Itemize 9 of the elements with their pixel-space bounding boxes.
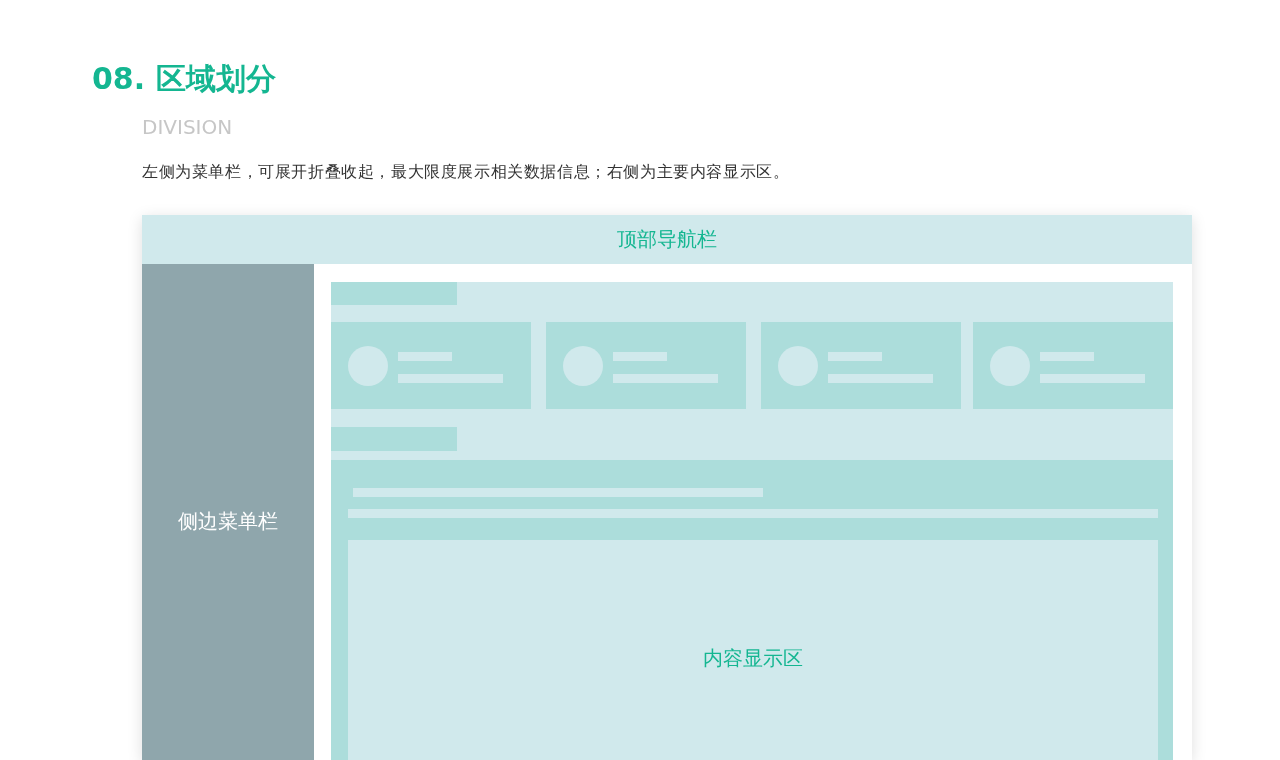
page-title: 08. 区域划分 [92,60,276,98]
node-label: 侧边菜单栏 [178,509,278,533]
node-label: 顶部导航栏 [617,227,717,251]
subtitle: DIVISION [142,114,233,140]
description-text: 左侧为菜单栏，可展开折叠收起，最大限度展示相关数据信息；右侧为主要内容显示区。 [142,161,790,183]
top-nav-bar [142,215,1192,264]
side-menu-bar [142,264,314,760]
node-label: 内容显示区 [703,646,803,670]
content-display-area [348,540,1158,760]
